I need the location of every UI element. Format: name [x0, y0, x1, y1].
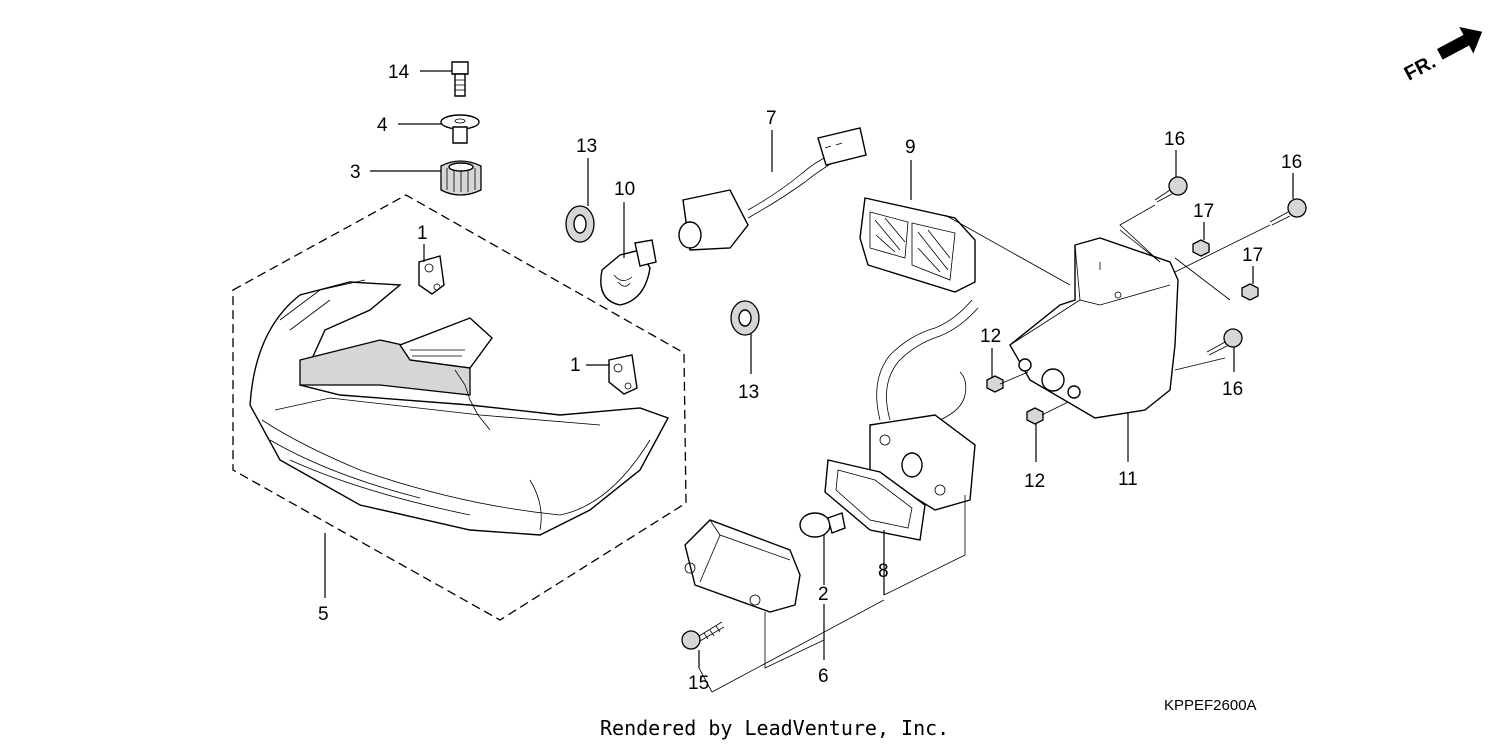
part-12-nut-upper[interactable]	[986, 375, 1004, 393]
callout-13-upper: 13	[576, 136, 597, 157]
callout-17-right: 17	[1242, 245, 1263, 266]
front-direction-arrow-icon: FR.	[1401, 26, 1483, 82]
direction-label: FR.	[1401, 51, 1440, 82]
callout-9: 9	[905, 137, 916, 158]
part-17-nut-upper[interactable]	[1192, 239, 1210, 257]
part-13-grommet-lower[interactable]	[730, 300, 760, 336]
callout-16-lower: 16	[1222, 379, 1243, 400]
part-15-screw[interactable]	[681, 621, 725, 650]
callout-12-lower: 12	[1024, 471, 1045, 492]
credit-text: Rendered by LeadVenture, Inc.	[600, 716, 950, 740]
callout-14: 14	[388, 62, 410, 83]
diagram-code: KPPEF2600A	[1164, 697, 1257, 714]
part-16-screw-lower[interactable]	[1206, 328, 1243, 356]
callout-1-upper: 1	[417, 223, 428, 244]
part-13-grommet-upper[interactable]	[565, 205, 595, 243]
part-16-screw-right[interactable]	[1269, 198, 1307, 226]
assembly-box-5	[232, 194, 687, 621]
callout-12-upper: 12	[980, 326, 1001, 347]
part-9-reflector[interactable]	[859, 197, 976, 293]
part-1-bracket-upper[interactable]	[418, 255, 445, 295]
part-4-collar[interactable]	[440, 114, 480, 144]
callout-3: 3	[350, 162, 361, 183]
part-1-bracket-lower[interactable]	[608, 354, 638, 395]
callout-11: 11	[1118, 469, 1138, 490]
callout-1-lower: 1	[570, 355, 581, 376]
part-12-nut-lower[interactable]	[1026, 407, 1044, 425]
part-14-bolt[interactable]	[451, 61, 469, 97]
part-11-license-bracket[interactable]	[1009, 237, 1179, 419]
part-7-socket-harness[interactable]	[678, 127, 867, 251]
callout-16-top: 16	[1164, 129, 1185, 150]
callout-15: 15	[688, 673, 709, 694]
part-10-bulb[interactable]	[600, 239, 657, 306]
callout-13-lower: 13	[738, 382, 759, 403]
part-6-lens[interactable]	[684, 519, 801, 613]
callout-7: 7	[766, 108, 777, 129]
callout-16-right: 16	[1281, 152, 1302, 173]
part-5-taillight-housing[interactable]	[249, 279, 670, 536]
callout-10: 10	[614, 179, 635, 200]
callout-4: 4	[377, 115, 388, 136]
part-3-grommet[interactable]	[440, 160, 482, 196]
part-16-screw-top[interactable]	[1154, 176, 1188, 203]
callout-17-upper: 17	[1193, 201, 1214, 222]
part-17-nut-right[interactable]	[1241, 283, 1259, 301]
callout-5: 5	[318, 604, 329, 625]
callout-2: 2	[818, 584, 829, 605]
part-2-small-bulb[interactable]	[799, 512, 846, 538]
callout-8: 8	[878, 561, 889, 582]
part-8-license-light-unit[interactable]	[824, 299, 979, 541]
callout-6: 6	[818, 666, 829, 687]
